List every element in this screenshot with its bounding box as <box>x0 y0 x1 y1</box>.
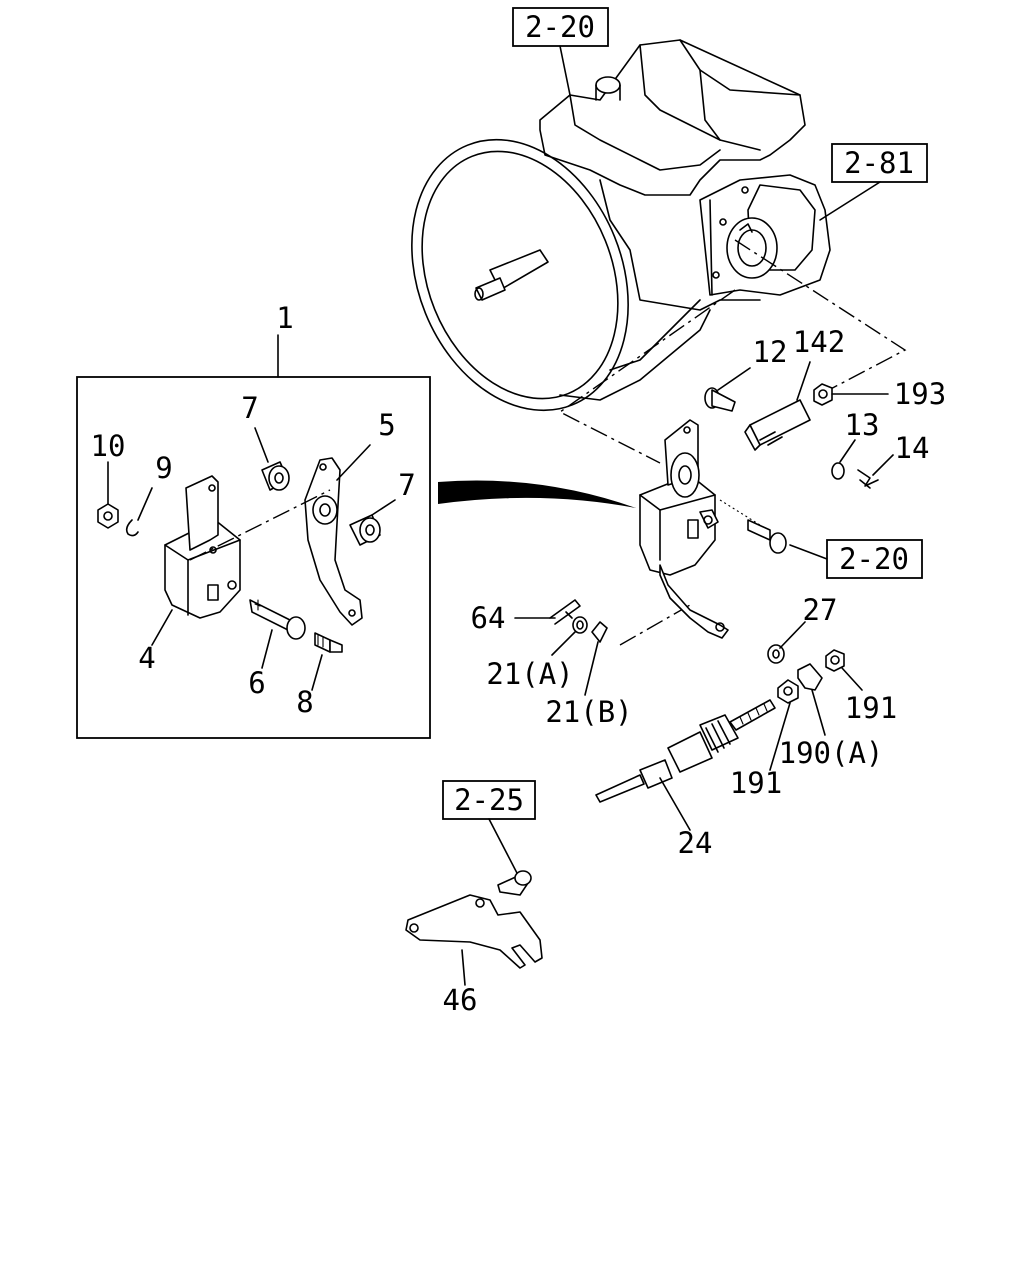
part-label-4: 4 <box>138 641 155 675</box>
part-label-64: 64 <box>471 601 506 635</box>
bolt-2-20[interactable] <box>747 519 787 554</box>
transmission-housing <box>411 39 831 412</box>
part-label-7-upper: 7 <box>241 391 258 425</box>
part-label-21b: 21(B) <box>545 695 632 729</box>
part-label-191-right: 191 <box>845 691 897 725</box>
bushing-7-lower[interactable] <box>349 514 381 546</box>
bracket-4[interactable] <box>164 475 241 619</box>
ref-box-label: 2-25 <box>454 783 524 817</box>
part-label-142: 142 <box>793 325 845 359</box>
washer-21b[interactable] <box>591 621 608 643</box>
ref-box-label: 2-81 <box>844 146 914 180</box>
shift-bracket-assembly <box>639 419 729 639</box>
part-label-27: 27 <box>803 593 838 627</box>
nut-191-lower[interactable] <box>777 679 799 704</box>
part-label-14: 14 <box>895 431 930 465</box>
part-label-10: 10 <box>91 429 126 463</box>
adjuster-190a[interactable] <box>797 663 823 691</box>
part-label-9: 9 <box>155 451 172 485</box>
part-label-21a: 21(A) <box>486 657 573 691</box>
part-label-46: 46 <box>443 983 478 1017</box>
part-label-5: 5 <box>378 408 395 442</box>
part-label-1: 1 <box>276 301 293 335</box>
nut-191-upper[interactable] <box>825 649 845 672</box>
bushing-7-upper[interactable] <box>261 461 290 491</box>
subassembly-inset-box <box>76 376 431 739</box>
clevis-142[interactable] <box>744 399 811 451</box>
washer-13[interactable] <box>831 462 845 480</box>
lever-5[interactable] <box>304 457 363 626</box>
nut-193[interactable] <box>813 383 833 406</box>
cotter-pin-14[interactable] <box>857 469 879 489</box>
shift-cable-24[interactable] <box>595 699 776 803</box>
part-label-190a: 190(A) <box>779 736 884 770</box>
part-label-6: 6 <box>248 666 265 700</box>
part-label-191-left: 191 <box>730 766 782 800</box>
washer-27[interactable] <box>767 644 785 664</box>
part-label-8: 8 <box>296 685 313 719</box>
clip-9[interactable] <box>125 519 139 537</box>
ref-box-2-81[interactable]: 2-81 <box>831 143 928 183</box>
part-label-24: 24 <box>678 826 713 860</box>
cotter-pin-64[interactable] <box>549 599 581 625</box>
assembly-arrow <box>438 480 636 508</box>
ref-box-2-20-mid[interactable]: 2-20 <box>826 539 923 579</box>
part-label-12: 12 <box>753 335 788 369</box>
part-label-7-lower: 7 <box>398 468 415 502</box>
ref-box-2-25[interactable]: 2-25 <box>442 780 536 820</box>
ref-box-label: 2-20 <box>525 10 595 44</box>
nut-10[interactable] <box>97 503 119 529</box>
ref-box-label: 2-20 <box>839 542 909 576</box>
bolt-8[interactable] <box>314 632 343 653</box>
part-label-193: 193 <box>894 377 946 411</box>
part-label-13: 13 <box>845 408 880 442</box>
washer-21a[interactable] <box>572 616 588 634</box>
ref-box-2-20-top[interactable]: 2-20 <box>512 7 609 47</box>
pin-12[interactable] <box>704 387 736 412</box>
bracket-46[interactable] <box>405 870 543 969</box>
shaft-6[interactable] <box>249 599 306 640</box>
